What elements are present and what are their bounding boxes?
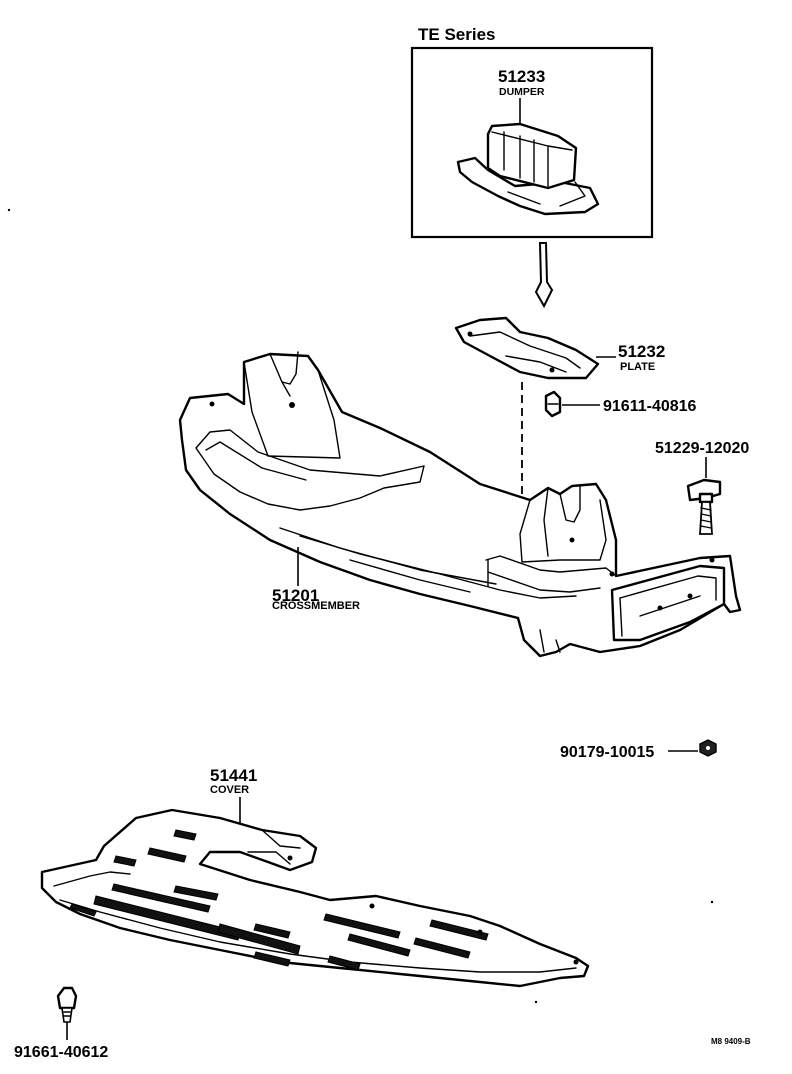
dumper-drawing xyxy=(456,122,600,216)
crossmember-part-number: 51201 xyxy=(272,586,319,605)
cover-drawing xyxy=(40,808,590,988)
down-arrow-icon xyxy=(534,242,554,309)
bracket-bolt-part-number: 51229-12020 xyxy=(655,440,749,457)
print-dot xyxy=(710,900,714,904)
diagram-code: M8 9409-B xyxy=(711,1037,751,1046)
cover-bolt-part-number: 91661-40612 xyxy=(14,1044,108,1061)
crossmember-drawing xyxy=(178,351,742,658)
inset-box xyxy=(410,46,654,239)
print-dot xyxy=(7,208,11,212)
dumper-part-name: DUMPER xyxy=(499,86,545,98)
plate-drawing xyxy=(454,316,600,380)
cover-part-name: COVER xyxy=(210,784,249,796)
bracket-bolt-drawing xyxy=(686,478,722,535)
plate-bolt-drawing xyxy=(544,390,562,418)
dumper-part-number: 51233 xyxy=(498,67,545,86)
print-dot xyxy=(534,1000,538,1004)
plate-part-number: 51232 xyxy=(618,342,665,361)
plate-part-name: PLATE xyxy=(620,361,655,373)
plate-bolt-part-number: 91611-40816 xyxy=(603,398,697,415)
nut-part-number: 90179-10015 xyxy=(560,744,654,761)
cover-part-number: 51441 xyxy=(210,766,257,785)
cover-bolt-drawing xyxy=(56,986,78,1023)
nut-drawing xyxy=(699,739,717,757)
inset-title: TE Series xyxy=(418,25,496,44)
crossmember-part-name: CROSSMEMBER xyxy=(272,600,360,612)
